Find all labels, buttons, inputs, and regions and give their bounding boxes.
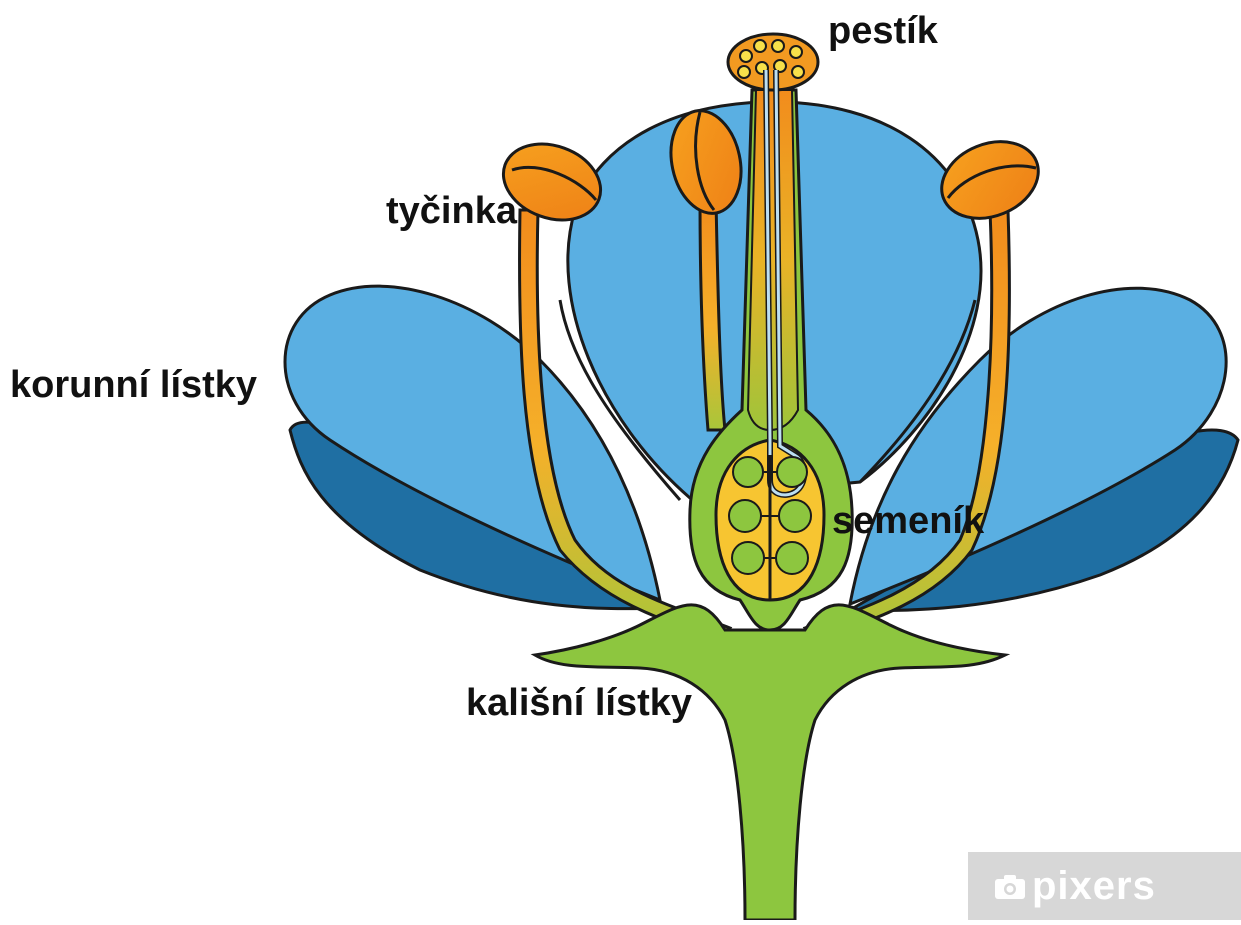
watermark: pixers [968, 852, 1241, 920]
label-sepals: kališní lístky [466, 684, 692, 722]
label-pistil: pestík [828, 12, 938, 50]
label-ovary: semeník [832, 502, 984, 540]
label-petals: korunní lístky [10, 366, 257, 404]
label-stamen: tyčinka [386, 192, 517, 230]
camera-icon [994, 874, 1026, 900]
stem [535, 605, 1005, 920]
watermark-text: pixers [1032, 864, 1156, 909]
